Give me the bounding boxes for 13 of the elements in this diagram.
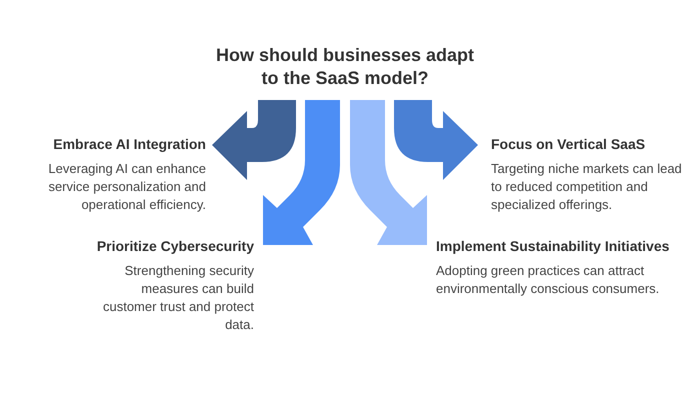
curved-arrow xyxy=(350,100,427,245)
title: How should businesses adapt to the SaaS model? xyxy=(215,44,475,90)
description: Strengthening security measures can build customer trust and protect data. xyxy=(102,262,254,334)
heading: Focus on Vertical SaaS xyxy=(491,136,646,152)
heading: Implement Sustainability Initiatives xyxy=(436,238,670,254)
curved-arrow xyxy=(394,100,478,180)
curved-arrow xyxy=(212,100,296,180)
description: Leveraging AI can enhance service personalization and operational efficiency. xyxy=(47,160,206,214)
heading: Embrace AI Integration xyxy=(53,136,206,152)
curved-arrow xyxy=(263,100,340,245)
heading: Prioritize Cybersecurity xyxy=(96,238,254,254)
description: Adopting green practices can attract environmentally conscious consumers. xyxy=(436,262,660,298)
description: Targeting niche markets can lead to reduced competition and specialized offerings. xyxy=(491,160,683,214)
